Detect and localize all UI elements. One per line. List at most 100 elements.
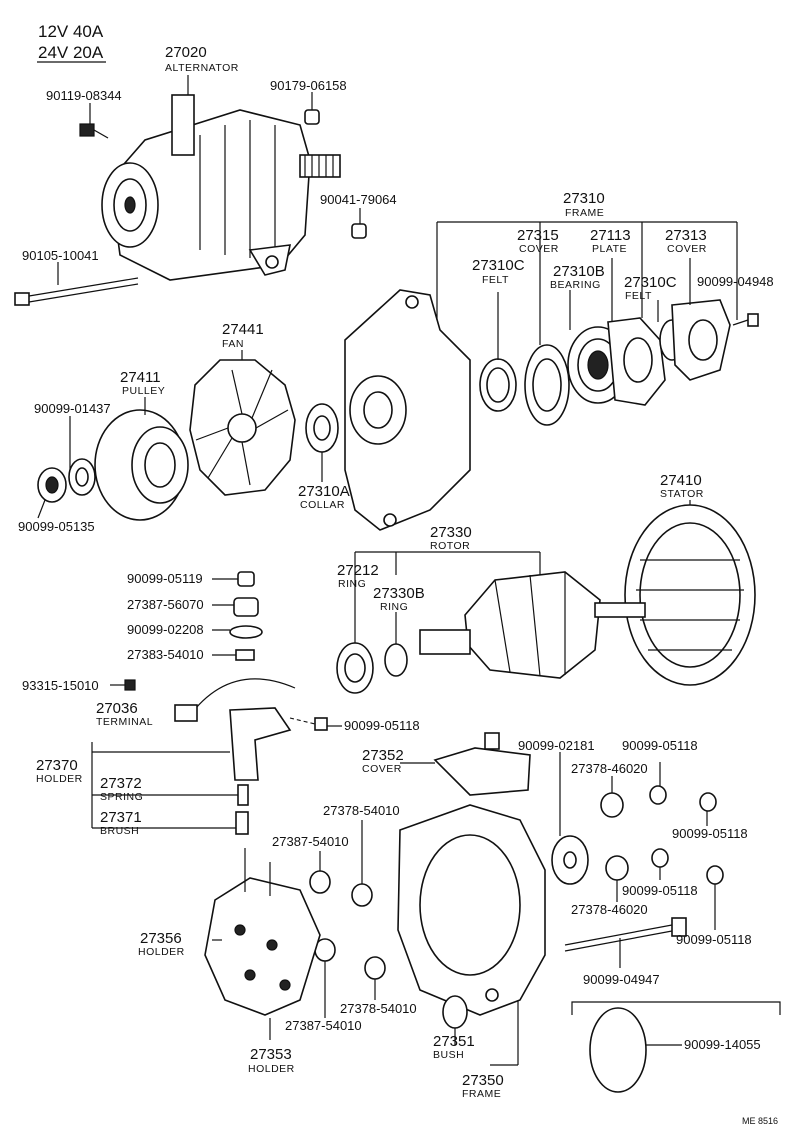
label-27212-num: 27212 bbox=[337, 562, 379, 579]
label-90099-05118-d: 90099-05118 bbox=[622, 883, 698, 898]
label-27352-num: 27352 bbox=[362, 747, 404, 764]
label-90105-10041: 90105-10041 bbox=[22, 248, 99, 263]
label-27387-54010-b: 27387-54010 bbox=[285, 1018, 362, 1033]
pulley-27411-shape bbox=[94, 409, 189, 521]
o-ring-90099-14055-shape bbox=[571, 1001, 781, 1093]
label-27378-46020-a: 27378-46020 bbox=[571, 761, 648, 776]
label-27020-num: 27020 bbox=[165, 44, 207, 61]
ring-27330b-shape bbox=[384, 643, 408, 677]
label-27383-54010: 27383-54010 bbox=[127, 647, 204, 662]
label-90099-05119: 90099-05119 bbox=[127, 571, 203, 586]
label-27351-name: BUSH bbox=[433, 1049, 464, 1061]
label-90099-14055: 90099-14055 bbox=[684, 1037, 761, 1052]
ring-27212-shape bbox=[336, 642, 374, 694]
label-27315-num: 27315 bbox=[517, 227, 559, 244]
label-27441-num: 27441 bbox=[222, 321, 264, 338]
label-27351-num: 27351 bbox=[433, 1033, 475, 1050]
label-27356-num: 27356 bbox=[140, 930, 182, 947]
label-27350-num: 27350 bbox=[462, 1072, 504, 1089]
label-27310c-a-num: 27310C bbox=[472, 257, 525, 274]
label-27410-name: STATOR bbox=[660, 488, 704, 500]
label-27310c-b-num: 27310C bbox=[624, 274, 677, 291]
screw-90099-04948-shape bbox=[732, 313, 759, 327]
label-27387-56070: 27387-56070 bbox=[127, 597, 204, 612]
rotor-27330-shape bbox=[419, 571, 646, 679]
label-90099-02181: 90099-02181 bbox=[518, 738, 595, 753]
through-bolt-90099-04947-shape bbox=[564, 917, 687, 952]
bush-27351-shape bbox=[442, 995, 468, 1029]
label-27410-num: 27410 bbox=[660, 472, 702, 489]
label-27310a-name: COLLAR bbox=[300, 499, 345, 511]
label-27020-name: ALTERNATOR bbox=[165, 62, 239, 74]
label-27113-num: 27113 bbox=[590, 227, 631, 244]
label-27330b-name: RING bbox=[380, 601, 408, 613]
label-27356-name: HOLDER bbox=[138, 946, 185, 958]
label-27315-name: COVER bbox=[519, 243, 559, 255]
label-27378-46020-b: 27378-46020 bbox=[571, 902, 648, 917]
fan-27441-shape bbox=[189, 359, 296, 496]
cover-27352-shape bbox=[433, 732, 531, 796]
label-27212-name: RING bbox=[338, 578, 366, 590]
rectifier-holder-27356-shape bbox=[204, 848, 321, 1016]
label-90099-05118-a: 90099-05118 bbox=[344, 718, 420, 733]
label-27353-num: 27353 bbox=[250, 1046, 292, 1063]
label-27372-num: 27372 bbox=[100, 775, 142, 792]
washer-90099-01437-shape bbox=[68, 458, 96, 496]
label-90099-04948: 90099-04948 bbox=[697, 274, 774, 289]
label-27313-name: COVER bbox=[667, 243, 707, 255]
label-27353-name: HOLDER bbox=[248, 1063, 295, 1075]
terminal-stack-shapes bbox=[124, 571, 263, 691]
label-27378-54010-a: 27378-54010 bbox=[323, 803, 400, 818]
label-27371-name: BRUSH bbox=[100, 825, 139, 837]
label-90099-01437: 90099-01437 bbox=[34, 401, 111, 416]
alternator-assembly-drawing bbox=[101, 94, 341, 281]
label-27310c-b-name: FELT bbox=[625, 290, 652, 302]
label-27310-num: 27310 bbox=[563, 190, 605, 207]
label-27411-name: PULLEY bbox=[122, 385, 165, 397]
label-27330-name: ROTOR bbox=[430, 540, 470, 552]
leader-lines bbox=[37, 75, 738, 1066]
washer-90099-02181-shape bbox=[551, 835, 589, 885]
label-27370-num: 27370 bbox=[36, 757, 78, 774]
label-27378-54010-b: 27378-54010 bbox=[340, 1001, 417, 1016]
felt-27310c-a-shape bbox=[479, 358, 517, 412]
label-27372-name: SPRING bbox=[100, 791, 143, 803]
stator-27410-shape bbox=[624, 504, 756, 686]
label-90099-05135: 90099-05135 bbox=[18, 519, 95, 534]
plate-27113-shape bbox=[607, 317, 666, 406]
label-90041-79064: 90041-79064 bbox=[320, 192, 397, 207]
label-90099-05118-b: 90099-05118 bbox=[622, 738, 698, 753]
label-90099-02208: 90099-02208 bbox=[127, 622, 204, 637]
label-27113-name: PLATE bbox=[592, 243, 627, 255]
label-27310a-num: 27310A bbox=[298, 483, 350, 500]
label-27330-num: 27330 bbox=[430, 524, 472, 541]
label-90099-05118-c: 90099-05118 bbox=[672, 826, 748, 841]
label-27036-name: TERMINAL bbox=[96, 716, 153, 728]
label-27387-54010-a: 27387-54010 bbox=[272, 834, 349, 849]
label-27036-num: 27036 bbox=[96, 700, 138, 717]
long-bolt-90105-10041-shape bbox=[14, 277, 139, 306]
footer-code: ME 8516 bbox=[742, 1116, 778, 1126]
cover-27313-shape bbox=[671, 299, 731, 381]
label-27370-name: HOLDER bbox=[36, 773, 83, 785]
label-90119-08344: 90119-08344 bbox=[46, 88, 122, 103]
nut-90041-79064-shape bbox=[351, 223, 367, 239]
nut-90099-05135-shape bbox=[37, 467, 67, 503]
label-27371-num: 27371 bbox=[100, 809, 142, 826]
label-27352-name: COVER bbox=[362, 763, 402, 775]
label-27441-name: FAN bbox=[222, 338, 244, 350]
label-27310-name: FRAME bbox=[565, 207, 604, 219]
nut-90179-06158-shape bbox=[304, 109, 320, 125]
frame-27310-shape bbox=[344, 289, 471, 531]
label-27310c-a-name: FELT bbox=[482, 274, 509, 286]
spec-line-2: 24V 20A bbox=[38, 43, 104, 62]
bolt-90119-08344-shape bbox=[79, 123, 109, 139]
spec-line-1: 12V 40A bbox=[38, 22, 104, 41]
label-27350-name: FRAME bbox=[462, 1088, 501, 1100]
collar-27310a-shape bbox=[305, 403, 339, 453]
label-93315-15010: 93315-15010 bbox=[22, 678, 99, 693]
label-27411-num: 27411 bbox=[120, 369, 161, 386]
brush-holder-27370-shape bbox=[174, 678, 328, 835]
